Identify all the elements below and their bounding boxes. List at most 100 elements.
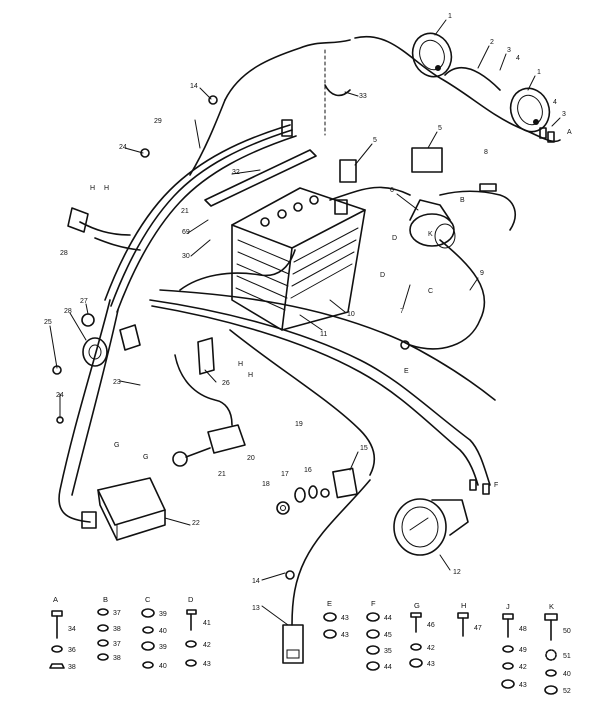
svg-text:40: 40: [563, 671, 571, 678]
callout: 14: [252, 578, 260, 585]
callout: D: [392, 235, 397, 242]
callout: A: [567, 129, 572, 136]
callout: 22: [192, 520, 200, 527]
callout: 1: [448, 13, 452, 20]
group-letter: K: [549, 602, 554, 611]
svg-text:38: 38: [68, 664, 76, 671]
callout: 1: [537, 69, 541, 76]
callout: 12: [453, 569, 461, 576]
group-letter: F: [371, 599, 376, 608]
callout: 2: [490, 39, 494, 46]
connector-13: [282, 624, 304, 664]
svg-text:51: 51: [563, 653, 571, 660]
svg-text:48: 48: [519, 626, 527, 633]
svg-text:39: 39: [159, 611, 167, 618]
group-letter: E: [327, 599, 332, 608]
svg-text:46: 46: [427, 622, 435, 629]
svg-text:49: 49: [519, 647, 527, 654]
callout: 8: [484, 149, 488, 156]
callout: D: [380, 272, 385, 279]
callout: 3: [507, 47, 511, 54]
svg-text:50: 50: [563, 628, 571, 635]
svg-text:39: 39: [159, 644, 167, 651]
svg-text:43: 43: [427, 661, 435, 668]
svg-text:37: 37: [113, 641, 121, 648]
svg-text:44: 44: [384, 664, 392, 671]
washer-17: [294, 487, 306, 503]
wiring-harness: [58, 35, 561, 626]
svg-text:52: 52: [563, 688, 571, 695]
starter-solenoid: [409, 199, 456, 249]
svg-text:42: 42: [519, 664, 527, 671]
headlight-right: [509, 87, 551, 133]
svg-text:47: 47: [474, 625, 482, 632]
callout: G: [143, 454, 148, 461]
callout: E: [404, 368, 409, 375]
group-letter: J: [506, 602, 510, 611]
group-letter: A: [53, 595, 58, 604]
callout: 25: [44, 319, 52, 326]
callout: 13: [252, 605, 260, 612]
callout: 16: [304, 467, 312, 474]
callout: C: [428, 288, 433, 295]
callout: 15: [360, 445, 368, 452]
group-letter: G: [414, 601, 420, 610]
control-module: [81, 477, 166, 541]
svg-text:42: 42: [427, 645, 435, 652]
leader-lines: [49, 19, 561, 626]
gauge-12: [393, 498, 469, 556]
callout: 5: [438, 125, 442, 132]
callout: 3: [562, 111, 566, 118]
svg-text:41: 41: [203, 620, 211, 627]
callout: 28: [64, 308, 72, 315]
svg-text:43: 43: [519, 682, 527, 689]
callout: H: [104, 185, 109, 192]
callout: 30: [182, 253, 190, 260]
callout: 28: [60, 250, 68, 257]
callout: 33: [359, 93, 367, 100]
svg-text:40: 40: [159, 663, 167, 670]
svg-text:43: 43: [341, 632, 349, 639]
washer-16: [308, 485, 318, 499]
callout: 10: [347, 311, 355, 318]
svg-text:35: 35: [384, 648, 392, 655]
svg-text:44: 44: [384, 615, 392, 622]
battery: [231, 187, 366, 331]
svg-text:43: 43: [203, 661, 211, 668]
svg-text:37: 37: [113, 610, 121, 617]
callout: K: [428, 231, 433, 238]
callout: 23: [113, 379, 121, 386]
callout: 32: [232, 169, 240, 176]
callout: 21: [218, 471, 226, 478]
callout: 27: [80, 298, 88, 305]
nut-18: [276, 501, 290, 515]
callout: F: [494, 482, 498, 489]
callout: 5: [373, 137, 377, 144]
svg-text:34: 34: [68, 626, 76, 633]
callout: 21: [181, 208, 189, 215]
callout: 14: [190, 83, 198, 90]
callout: 9: [480, 270, 484, 277]
callout: 20: [247, 455, 255, 462]
svg-text:43: 43: [341, 615, 349, 622]
callout: 17: [281, 471, 289, 478]
svg-text:42: 42: [203, 642, 211, 649]
callout: 4: [516, 55, 520, 62]
callout: 24: [119, 144, 127, 151]
svg-text:45: 45: [384, 632, 392, 639]
hardware-legend: A B C D E F G H J K 34 36 38 37 38 37 38…: [49, 595, 571, 695]
switch-20: [172, 424, 246, 467]
callout: 26: [222, 380, 230, 387]
svg-text:36: 36: [68, 647, 76, 654]
callout: 7: [400, 308, 404, 315]
callout: 4: [553, 99, 557, 106]
callout: H: [248, 372, 253, 379]
hold-down-bar: [204, 149, 317, 207]
callout: B: [460, 197, 465, 204]
svg-text:40: 40: [159, 628, 167, 635]
callout: G: [114, 442, 119, 449]
callout: 69: [182, 229, 190, 236]
callout: H: [90, 185, 95, 192]
group-letter: H: [461, 601, 466, 610]
